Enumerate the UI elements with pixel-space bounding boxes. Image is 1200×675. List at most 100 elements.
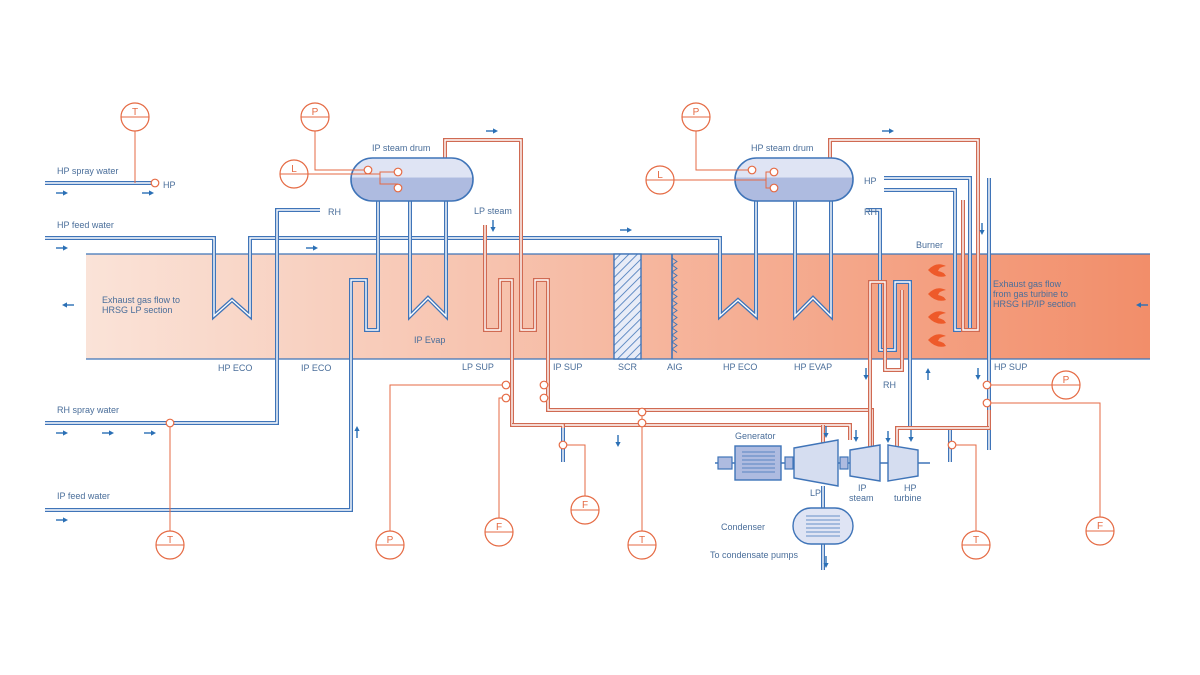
instrument-l-ip-drum[interactable]: L — [279, 159, 309, 189]
arrow-right-icon — [102, 430, 114, 436]
water-pipes — [45, 166, 991, 570]
signal-f-right — [989, 402, 1101, 517]
junction-point — [393, 183, 403, 193]
junction-point — [363, 165, 373, 175]
pipe-hp-feed-water-hp-eco — [45, 166, 758, 321]
junction-point — [747, 165, 757, 175]
label-lp-steam: LP steam — [474, 206, 512, 216]
instrument-letter: T — [167, 535, 173, 546]
instrument-letter: L — [291, 164, 297, 175]
label-exhaust-right-1: Exhaust gas flow — [993, 279, 1062, 289]
flow-arrows — [56, 128, 1148, 568]
arrow-up-icon — [925, 368, 931, 380]
instrument-p-lp-sup[interactable]: P — [375, 530, 405, 560]
signal-f-lp-sup — [498, 397, 506, 518]
arrow-right-icon — [56, 245, 68, 251]
label-ip-eco: IP ECO — [301, 363, 331, 373]
arrow-down-icon — [863, 368, 869, 380]
arrow-left-icon — [62, 302, 74, 308]
instrument-t-rh-spray[interactable]: T — [155, 530, 185, 560]
instrument-l-hp-drum[interactable]: L — [645, 165, 675, 195]
pipe-lp-drain-branch — [512, 423, 565, 428]
arrow-down-icon — [908, 430, 914, 442]
arrow-right-icon — [306, 245, 318, 251]
junction-point — [637, 407, 647, 417]
arrow-right-icon — [56, 430, 68, 436]
generator-shaft-stub — [717, 456, 733, 470]
flame-icon — [928, 264, 946, 277]
flame-icon — [928, 288, 946, 301]
arrow-down-icon — [490, 220, 496, 232]
signal-p-hp-drum — [695, 131, 752, 171]
instrument-p-hp-sup[interactable]: P — [1051, 370, 1081, 400]
label-burner: Burner — [916, 240, 943, 250]
pipe-hp-steam-drum-to-hp-sup — [828, 138, 980, 332]
arrow-right-icon — [882, 128, 894, 134]
instrument-f-lp-sup[interactable]: F — [484, 517, 514, 547]
coupling — [784, 456, 794, 470]
instrument-letter: T — [973, 535, 979, 546]
arrow-right-icon — [620, 227, 632, 233]
label-condenser: Condenser — [721, 522, 765, 532]
pipe-ip-evap — [408, 190, 448, 321]
pipe-hp-sup-to-hp-turbine — [895, 410, 991, 446]
pipe-rh-spray-water — [45, 208, 320, 425]
label-exhaust-right-2: from gas turbine to — [993, 289, 1068, 299]
label-aig: AIG — [667, 362, 683, 372]
junction-point — [947, 440, 957, 450]
signal-p-ip-drum — [314, 131, 368, 171]
flame-icon — [928, 311, 946, 324]
arrow-right-icon — [142, 190, 154, 196]
label-hp-right: HP — [864, 176, 877, 186]
arrow-right-icon — [144, 430, 156, 436]
instrument-t-right[interactable]: T — [961, 530, 991, 560]
label-exhaust-left-1: Exhaust gas flow to — [102, 295, 180, 305]
junction-point — [637, 418, 647, 428]
arrow-right-icon — [56, 190, 68, 196]
lp-turbine — [793, 439, 839, 487]
instrument-f-ip-sup[interactable]: F — [570, 495, 600, 525]
label-exhaust-left-2: HRSG LP section — [102, 305, 172, 315]
pipe-ip-steam-to-ip-sup — [443, 138, 550, 400]
aig-grid — [671, 254, 678, 359]
arrow-right-icon — [486, 128, 498, 134]
arrow-down-icon — [885, 431, 891, 443]
pipe-lp-steam-lp-sup — [483, 225, 852, 440]
instrument-p-hp-drum[interactable]: P — [681, 102, 711, 132]
junction-point — [769, 167, 779, 177]
pipe-ip-feed-water-ip-eco — [45, 190, 380, 512]
instrument-letter: P — [693, 107, 700, 118]
junction-point — [558, 440, 568, 450]
pipe-rh-return — [868, 280, 904, 448]
hp-turbine — [887, 444, 919, 482]
label-rh-spray-water: RH spray water — [57, 405, 119, 415]
junction-point — [165, 418, 175, 428]
instrument-t-hp-spray[interactable]: T — [120, 102, 150, 132]
instrument-letter: T — [639, 535, 645, 546]
label-ip-sup: IP SUP — [553, 362, 582, 372]
instrument-letter: P — [312, 107, 319, 118]
arrow-down-icon — [823, 556, 829, 568]
arrow-down-icon — [979, 223, 985, 235]
pipe-rh-loop — [866, 208, 912, 430]
junction-point — [501, 393, 511, 403]
junction-point — [982, 398, 992, 408]
instrument-f-right[interactable]: F — [1085, 516, 1115, 546]
instrument-letter: P — [1063, 375, 1070, 386]
junction-point — [501, 380, 511, 390]
label-ip-feed-water: IP feed water — [57, 491, 110, 501]
label-hp-evap: HP EVAP — [794, 362, 832, 372]
label-ip-evap: IP Evap — [414, 335, 445, 345]
arrow-left-icon — [1136, 302, 1148, 308]
signal-l-ip-drum-upper — [379, 171, 398, 174]
instrument-p-ip-drum[interactable]: P — [300, 102, 330, 132]
instrument-t-main[interactable]: T — [627, 530, 657, 560]
instrument-letter: F — [582, 500, 588, 511]
label-ip-turbine-1: IP — [858, 483, 867, 493]
label-lp-sup: LP SUP — [462, 362, 494, 372]
signal-p-lp-sup — [389, 384, 506, 531]
label-hp-eco-1: HP ECO — [218, 363, 252, 373]
label-hp-eco-2: HP ECO — [723, 362, 757, 372]
label-hp-feed-water: HP feed water — [57, 220, 114, 230]
